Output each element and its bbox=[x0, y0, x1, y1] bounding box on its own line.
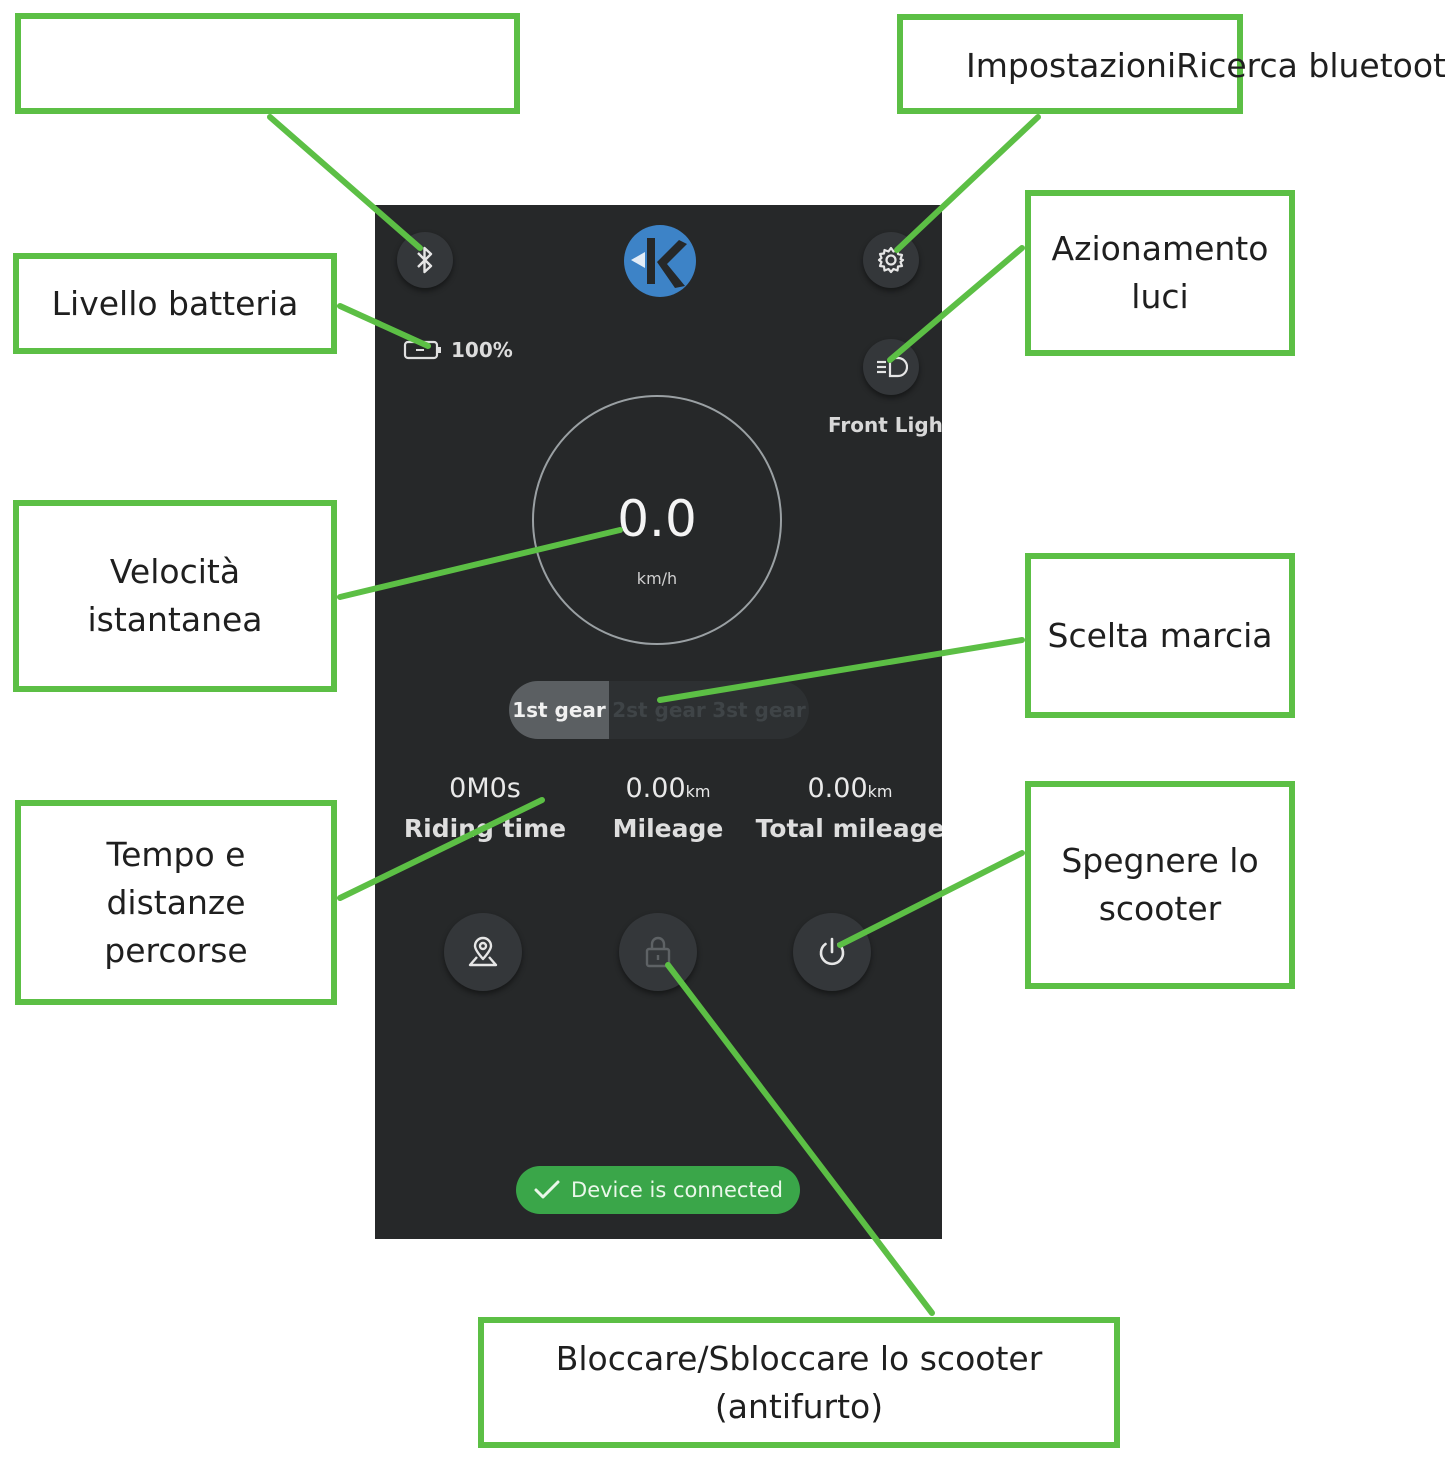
callout-time-distance: Tempo e distanze percorse bbox=[15, 800, 337, 1005]
callout-gear: Scelta marcia bbox=[1025, 553, 1295, 718]
total-mileage-value-row: 0.00km bbox=[755, 773, 942, 804]
callout-speed: Velocità istantanea bbox=[13, 500, 337, 692]
battery-indicator: 100% bbox=[403, 338, 513, 362]
callout-lights: Azionamento luci bbox=[1025, 190, 1295, 356]
total-mileage-unit: km bbox=[867, 782, 893, 801]
battery-icon bbox=[403, 340, 441, 360]
settings-button[interactable] bbox=[863, 232, 919, 288]
front-light-label: Front Light bbox=[828, 413, 942, 437]
speed-value: 0.0 bbox=[617, 490, 697, 548]
stat-total-mileage: 0.00km Total mileage bbox=[755, 773, 942, 843]
stat-mileage: 0.00km Mileage bbox=[573, 773, 763, 843]
connection-status-badge: Device is connected bbox=[516, 1166, 800, 1214]
power-icon bbox=[819, 937, 845, 966]
callout-lock: Bloccare/Sbloccare lo scooter (antifurto… bbox=[478, 1317, 1120, 1448]
power-button[interactable] bbox=[793, 913, 871, 991]
check-icon bbox=[534, 1180, 560, 1199]
total-mileage-label: Total mileage bbox=[755, 814, 942, 843]
mileage-label: Mileage bbox=[612, 814, 724, 843]
connection-status-text: Device is connected bbox=[571, 1178, 783, 1202]
riding-time-value: 0M0s bbox=[449, 773, 521, 804]
headlight-icon bbox=[877, 356, 908, 378]
navigation-button[interactable] bbox=[444, 913, 522, 991]
k-logo bbox=[624, 225, 696, 297]
front-light-button[interactable] bbox=[863, 339, 919, 395]
mileage-value: 0.00 bbox=[625, 773, 686, 804]
stat-riding-time: 0M0s Riding time bbox=[390, 773, 580, 843]
mileage-value-row: 0.00km bbox=[573, 773, 763, 804]
gear-option-3[interactable]: 3st gear bbox=[709, 681, 809, 739]
speed-unit: km/h bbox=[636, 569, 678, 588]
callout-settings: ImpostazioniRicerca bluetooth bbox=[897, 14, 1445, 114]
total-mileage-value: 0.00 bbox=[807, 773, 868, 804]
battery-percent: 100% bbox=[451, 338, 513, 362]
gear-icon bbox=[877, 246, 905, 274]
app-screen: 100% Front Light 0.0 km/h 1st gear 2st g… bbox=[375, 205, 942, 1239]
riding-time-label: Riding time bbox=[403, 814, 567, 843]
callout-battery: Livello batteria bbox=[13, 253, 337, 354]
gear-option-2[interactable]: 2st gear bbox=[609, 681, 709, 739]
callout-bluetooth bbox=[15, 13, 520, 114]
bluetooth-icon bbox=[417, 246, 433, 274]
location-icon bbox=[468, 936, 498, 967]
lock-icon bbox=[645, 936, 671, 968]
bluetooth-button[interactable] bbox=[397, 232, 453, 288]
callout-settings-text: ImpostazioniRicerca bluetooth bbox=[966, 46, 1445, 85]
gear-option-1[interactable]: 1st gear bbox=[509, 681, 609, 739]
mileage-unit: km bbox=[685, 782, 711, 801]
callout-power: Spegnere lo scooter bbox=[1025, 781, 1295, 989]
lock-button[interactable] bbox=[619, 913, 697, 991]
gear-selector: 1st gear 2st gear 3st gear bbox=[509, 681, 809, 739]
